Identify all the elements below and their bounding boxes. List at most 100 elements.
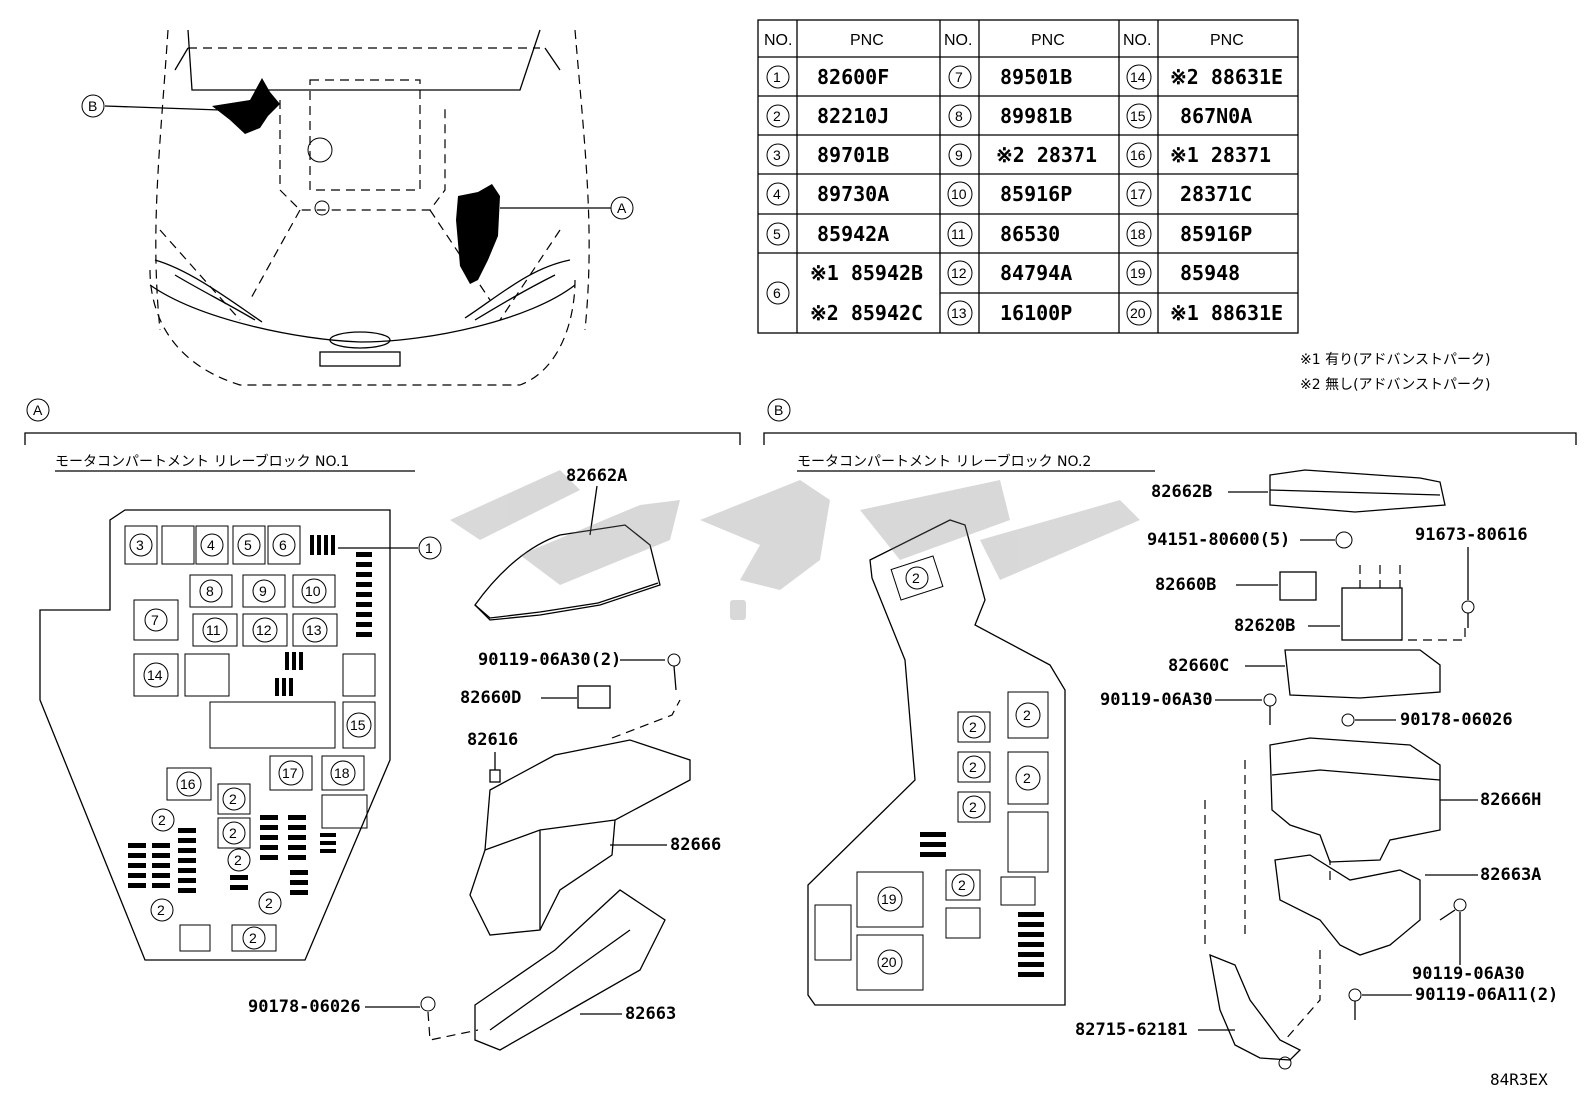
table-header-no-3: NO. xyxy=(1123,32,1151,49)
row-no: 17 xyxy=(1130,186,1146,202)
row-no: 5 xyxy=(773,226,781,242)
table-row: 15 867N0A xyxy=(1126,103,1252,129)
table-header-pnc-1: PNC xyxy=(850,32,884,49)
row-pnc: ※2 88631E xyxy=(1170,65,1283,89)
table-row: 17 28371C xyxy=(1126,181,1252,207)
section-a-title: モータコンパートメント リレーブロック NO.1 xyxy=(55,453,349,470)
section-a-letter: A xyxy=(33,402,43,418)
box-number: 3 xyxy=(136,537,144,553)
row-pnc: 86530 xyxy=(1000,222,1060,246)
table-row: 11 86530 xyxy=(947,221,1060,247)
row-no: 1 xyxy=(773,69,781,85)
box-number: 11 xyxy=(206,622,221,638)
box-number: 2 xyxy=(912,570,920,586)
box-number: 2 xyxy=(234,852,242,868)
row-no: 12 xyxy=(951,265,967,281)
table-row: 13 16100P xyxy=(947,300,1072,326)
part-82620B: 82620B xyxy=(1234,616,1295,636)
part-91673-80616: 91673-80616 xyxy=(1415,525,1528,545)
table-header-pnc-3: PNC xyxy=(1210,32,1244,49)
row-no: 11 xyxy=(951,226,966,242)
row-no: 9 xyxy=(955,147,963,163)
row-no: 3 xyxy=(773,147,781,163)
row-pnc: 85916P xyxy=(1180,222,1252,246)
table-row: 3 89701B xyxy=(766,143,889,167)
box-number: 18 xyxy=(334,765,350,781)
section-a: A モータコンパートメント リレーブロック NO.1 3 4 5 6 xyxy=(24,398,741,1051)
part-94151-80600-5: 94151-80600(5) xyxy=(1147,530,1290,550)
box-number: 2 xyxy=(969,719,977,735)
row-no: 16 xyxy=(1130,147,1146,163)
box-number: 19 xyxy=(881,891,897,907)
part-82660D: 82660D xyxy=(460,688,521,708)
row-no: 13 xyxy=(951,305,967,321)
box-number: 5 xyxy=(244,537,252,553)
table-row: 14 ※2 88631E xyxy=(1126,64,1283,90)
row-no: 10 xyxy=(951,186,967,202)
table-header-no-2: NO. xyxy=(944,32,972,49)
table-row: 6 ※1 85942B ※2 85942C xyxy=(766,261,923,325)
box-number: 12 xyxy=(256,622,272,638)
table-row: 12 84794A xyxy=(947,260,1072,286)
box-number: 7 xyxy=(151,612,159,628)
box-number: 2 xyxy=(229,825,237,841)
part-82660B: 82660B xyxy=(1155,575,1216,595)
table-row: 16 ※1 28371 xyxy=(1126,142,1271,168)
box-number: 2 xyxy=(969,759,977,775)
overview-label-b: B xyxy=(88,98,97,114)
part-82660C: 82660C xyxy=(1168,656,1229,676)
row-pnc: 82210J xyxy=(817,104,889,128)
part-90178-06026-b: 90178-06026 xyxy=(1400,710,1513,730)
note-1: ※1 有り(アドバンストパーク) xyxy=(1300,352,1490,368)
row-pnc: ※2 85942C xyxy=(810,301,923,325)
box-number: 17 xyxy=(282,765,298,781)
part-82663A: 82663A xyxy=(1480,865,1541,885)
section-b-title: モータコンパートメント リレーブロック NO.2 xyxy=(797,453,1091,470)
row-no: 15 xyxy=(1130,108,1146,124)
box-number: 10 xyxy=(305,583,321,599)
box-number: 9 xyxy=(259,583,267,599)
part-90119-06A30-b: 90119-06A30 xyxy=(1412,964,1525,984)
row-no: 7 xyxy=(955,69,963,85)
box-number: 2 xyxy=(249,930,257,946)
row-pnc: 85948 xyxy=(1180,261,1240,285)
row-no: 20 xyxy=(1130,305,1146,321)
part-90178-06026: 90178-06026 xyxy=(248,997,361,1017)
box-number: 6 xyxy=(279,537,287,553)
relay-block-no2: 2 2 2 2 2 2 2 19 xyxy=(814,555,1049,991)
callout-1: 1 xyxy=(425,540,433,556)
row-pnc: 89730A xyxy=(817,182,889,206)
row-no: 8 xyxy=(955,108,963,124)
row-pnc: 85942A xyxy=(817,222,889,246)
row-pnc: 85916P xyxy=(1000,182,1072,206)
part-82666H: 82666H xyxy=(1480,790,1541,810)
table-row: 10 85916P xyxy=(947,181,1072,207)
box-number: 2 xyxy=(1023,770,1031,786)
box-number: 13 xyxy=(306,622,322,638)
box-number: 2 xyxy=(229,791,237,807)
row-no: 4 xyxy=(773,186,781,202)
part-82662A: 82662A xyxy=(566,466,627,486)
box-number: 2 xyxy=(969,799,977,815)
part-90119-06A30: 90119-06A30 xyxy=(1100,690,1213,710)
part-82663: 82663 xyxy=(625,1004,676,1024)
box-number: 15 xyxy=(350,717,366,733)
box-number: 4 xyxy=(207,537,215,553)
row-pnc: ※1 88631E xyxy=(1170,301,1283,325)
pnc-table: NO. PNC NO. PNC NO. PNC 1 82600F 2 82210… xyxy=(757,19,1299,334)
part-90119-06A11-2: 90119-06A11(2) xyxy=(1415,985,1558,1005)
box-number: 2 xyxy=(265,895,273,911)
part-90119-06A30-2: 90119-06A30(2) xyxy=(478,650,621,670)
row-pnc: 84794A xyxy=(1000,261,1072,285)
row-pnc: 16100P xyxy=(1000,301,1072,325)
row-no: 18 xyxy=(1130,226,1146,242)
row-pnc: ※1 85942B xyxy=(810,261,923,285)
box-number: 14 xyxy=(147,667,163,683)
section-b: B モータコンパートメント リレーブロック NO.2 2 2 2 2 2 2 xyxy=(763,398,1577,1070)
note-2: ※2 無し(アドバンストパーク) xyxy=(1300,377,1490,393)
row-pnc: 82600F xyxy=(817,65,889,89)
row-no: 2 xyxy=(773,108,781,124)
row-no: 6 xyxy=(773,285,781,301)
table-row: 18 85916P xyxy=(1126,221,1252,247)
row-pnc: 89981B xyxy=(1000,104,1072,128)
